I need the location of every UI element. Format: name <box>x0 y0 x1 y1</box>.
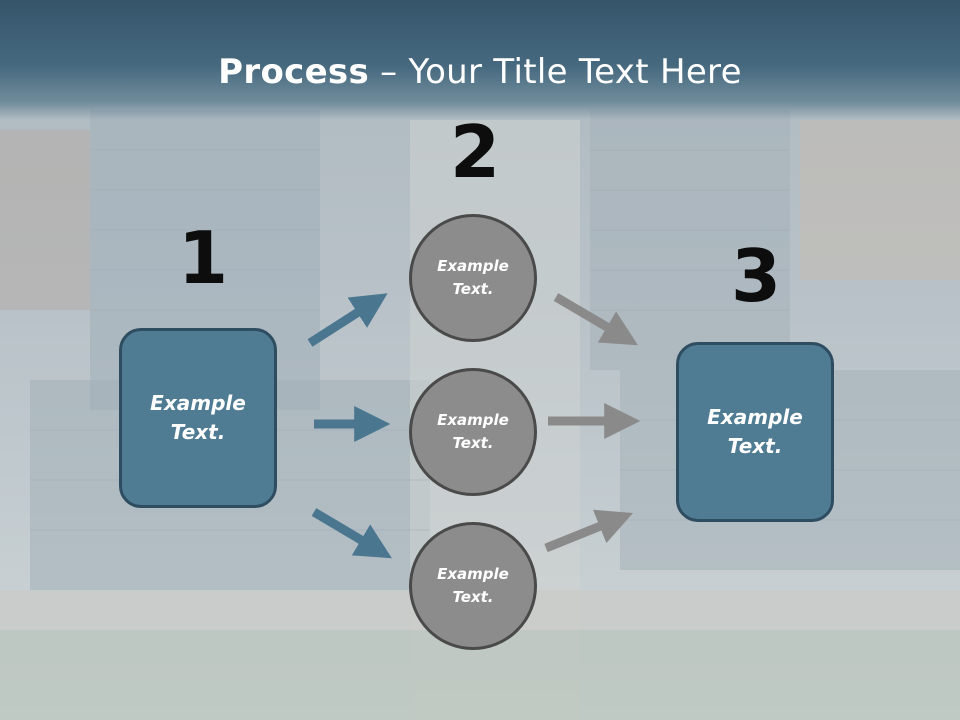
circle-bottom-text: Example Text. <box>437 565 509 606</box>
step-2-circle-bottom[interactable]: Example Text. <box>409 522 537 650</box>
step-3-text: Example Text. <box>707 405 803 458</box>
circle-middle-text: Example Text. <box>437 411 509 452</box>
arrow-right-icon <box>307 293 388 347</box>
step-3-box[interactable]: Example Text. <box>676 342 834 522</box>
step-number-2: 2 <box>450 110 501 194</box>
step-number-3: 3 <box>731 234 782 318</box>
title-rest: – Your Title Text Here <box>369 52 742 92</box>
arrow-right-icon <box>544 509 634 553</box>
slide-title: Process – Your Title Text Here <box>0 52 960 92</box>
step-number-1: 1 <box>178 216 229 300</box>
arrow-right-icon <box>311 508 392 559</box>
step-2-circle-top[interactable]: Example Text. <box>409 214 537 342</box>
title-bar <box>0 0 960 120</box>
title-bold: Process <box>218 52 370 92</box>
step-1-box[interactable]: Example Text. <box>119 328 277 508</box>
step-1-text: Example Text. <box>150 391 246 444</box>
arrow-right-icon <box>553 293 638 346</box>
circle-top-text: Example Text. <box>437 257 509 298</box>
step-2-circle-middle[interactable]: Example Text. <box>409 368 537 496</box>
